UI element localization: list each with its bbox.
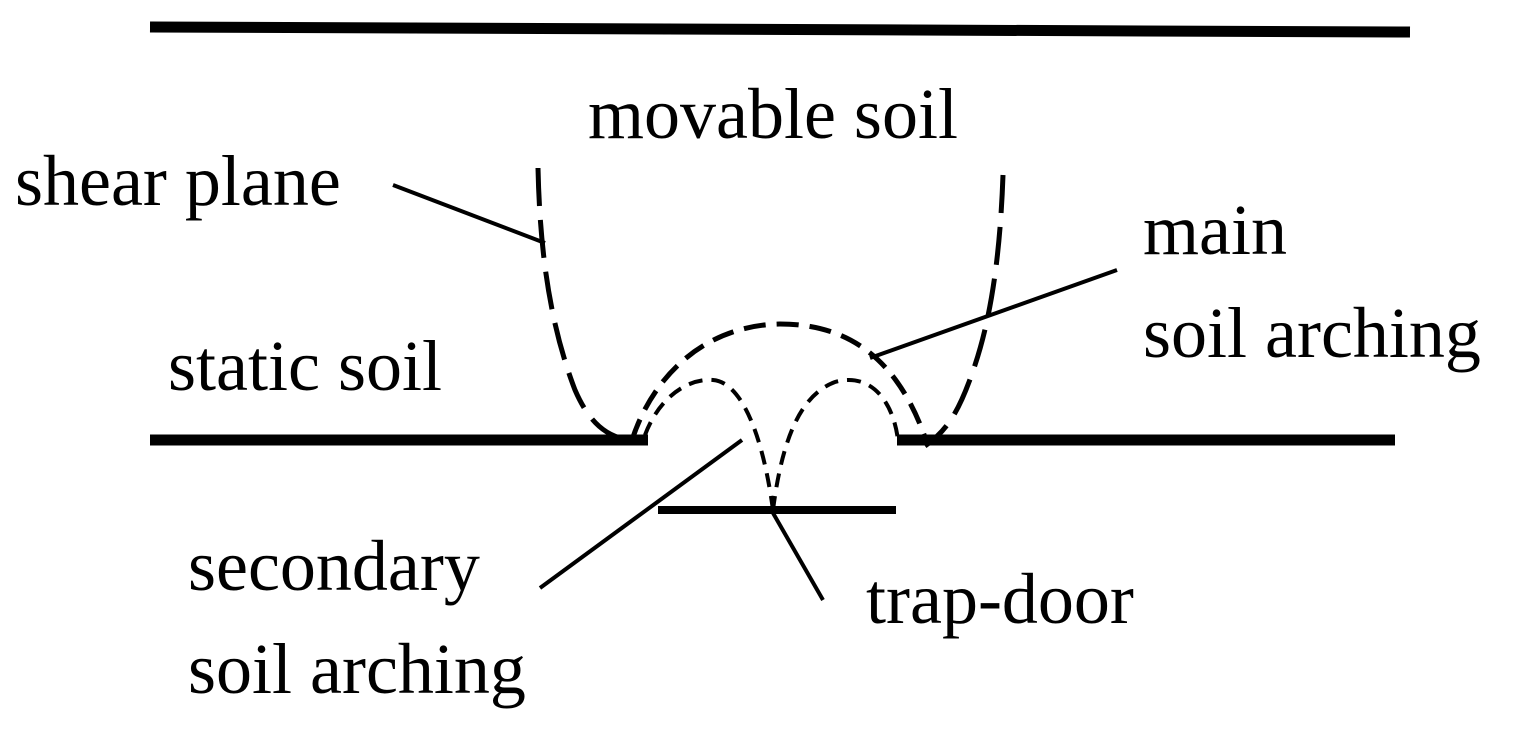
main-soil-arching-label-line2: soil arching [1143, 293, 1481, 373]
trap-door-leader [771, 512, 825, 601]
main-soil-arching-label-line1: main [1143, 190, 1287, 270]
secondary-soil-arching-leader [538, 438, 744, 590]
movable-soil-label: movable soil [588, 74, 958, 154]
trap-door-label: trap-door [866, 559, 1134, 639]
secondary-soil-arching-label-line2: soil arching [188, 629, 526, 709]
main-soil-arching [629, 321, 931, 447]
shear-plane-left [535, 167, 633, 443]
static-soil-label: static soil [168, 326, 442, 406]
top-boundary-line [149, 21, 1411, 38]
main-soil-arching-leader [869, 268, 1118, 360]
secondary-soil-arching-left [643, 377, 775, 511]
secondary-soil-arching-label-line1: secondary [188, 526, 480, 606]
shear-plane-right [923, 174, 1006, 449]
shear-plane-label: shear plane [15, 141, 341, 221]
shear-plane-leader [392, 183, 546, 245]
secondary-soil-arching-right [771, 378, 900, 511]
